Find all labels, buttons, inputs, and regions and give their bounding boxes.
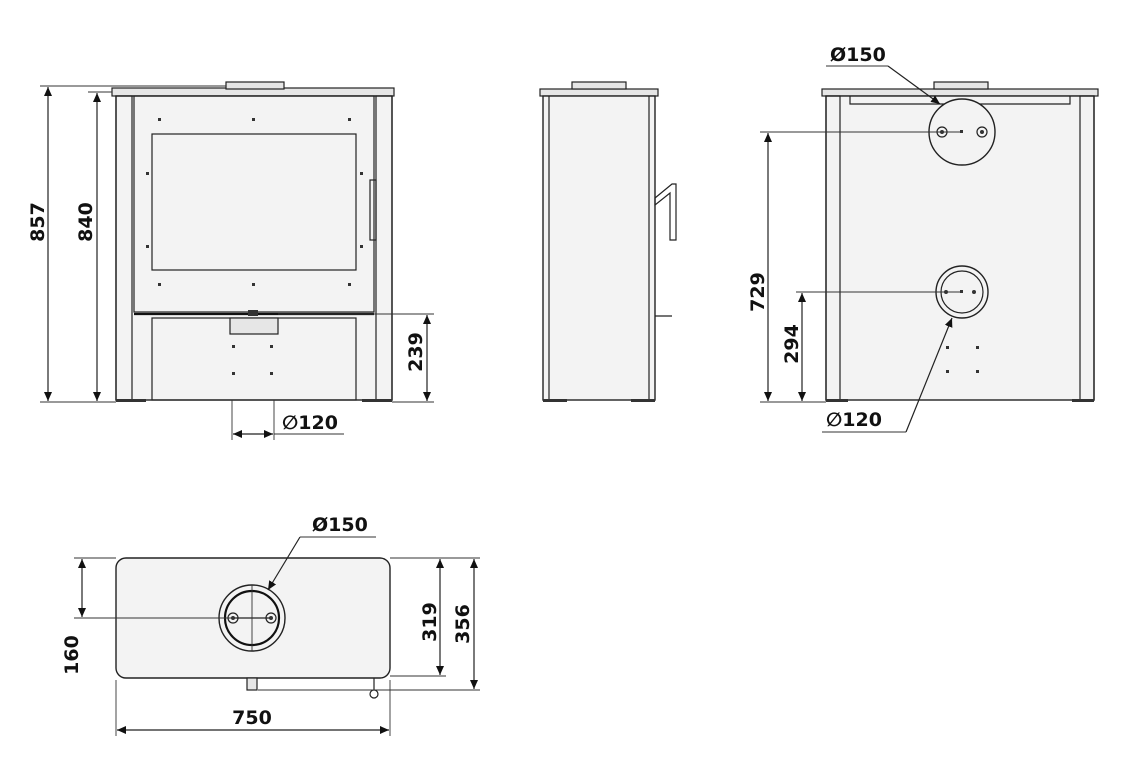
front-view: 857 840 239 ∅120 bbox=[27, 81, 434, 440]
dim-750: 750 bbox=[232, 707, 272, 729]
dim-160: 160 bbox=[61, 635, 83, 675]
side-view bbox=[539, 81, 677, 402]
front-body bbox=[115, 95, 393, 401]
rear-flue-collar bbox=[933, 81, 989, 90]
rear-top-plate bbox=[821, 88, 1099, 97]
dim-729: 729 bbox=[747, 272, 769, 312]
dim-294: 294 bbox=[781, 324, 803, 364]
dim-356: 356 bbox=[452, 604, 474, 644]
front-pipe-outlet bbox=[229, 317, 279, 335]
side-door-handle bbox=[654, 183, 677, 241]
dim-front-pipe-diameter: ∅120 bbox=[282, 412, 338, 434]
plan-view: Ø150 160 319 356 750 bbox=[61, 514, 480, 736]
front-fixing-dots bbox=[146, 118, 363, 286]
side-body bbox=[542, 95, 656, 401]
dim-plan-diameter: Ø150 bbox=[312, 514, 368, 536]
front-door-handle bbox=[369, 179, 377, 241]
dim-857: 857 bbox=[27, 202, 49, 242]
dim-239: 239 bbox=[405, 332, 427, 372]
dim-319: 319 bbox=[419, 602, 441, 642]
dim-rear-top-diameter: Ø150 bbox=[830, 44, 886, 66]
rear-view: 729 294 Ø150 ∅120 bbox=[747, 44, 1099, 433]
front-flue-collar bbox=[225, 81, 285, 90]
side-flue-collar bbox=[571, 81, 627, 90]
dim-840: 840 bbox=[75, 202, 97, 242]
plan-knob bbox=[369, 689, 379, 699]
dim-rear-bottom-diameter: ∅120 bbox=[826, 409, 882, 431]
plan-handle bbox=[246, 677, 258, 691]
side-top-plate bbox=[539, 88, 659, 97]
front-glass bbox=[151, 133, 357, 271]
front-hidden-pipe bbox=[232, 345, 273, 375]
